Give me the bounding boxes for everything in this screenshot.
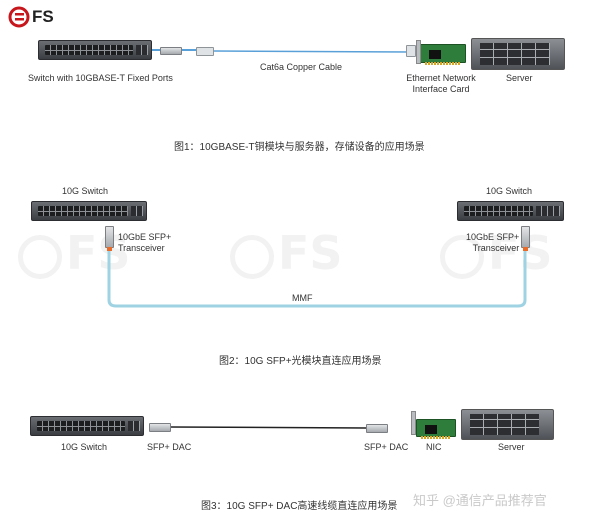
figure1-nic-label: Ethernet Network Interface Card	[406, 73, 476, 94]
figure2-left-switch	[31, 201, 147, 221]
figure3-left-dac-module	[149, 423, 171, 432]
figure1-rj45-module	[160, 47, 182, 55]
figure1-switch	[38, 40, 152, 60]
figure3-caption: 图3：10G SFP+ DAC高速线缆直连应用场景	[201, 501, 398, 512]
figure3-nic-label: NIC	[426, 442, 442, 452]
figure2-right-switch-label: 10G Switch	[486, 186, 533, 196]
figure1-switch-label: Switch with 10GBASE-T Fixed Ports	[28, 73, 173, 83]
figure3-nic	[416, 419, 456, 439]
figure1-server	[471, 38, 565, 70]
figure1-nic	[420, 44, 466, 65]
fs-logo-text: FS	[32, 7, 54, 26]
figure3-server	[461, 409, 554, 440]
credit-watermark: 知乎 @通信产品推荐官	[413, 493, 547, 508]
watermark-right: FS	[440, 226, 553, 280]
figure2-caption: 图2：10G SFP+光模块直连应用场景	[219, 356, 382, 367]
figure2-right-transceiver	[521, 226, 530, 251]
figure3-server-label: Server	[498, 442, 525, 452]
figure3-right-dac-label: SFP+ DAC	[364, 442, 409, 452]
watermark-left: FS	[18, 226, 131, 280]
watermark-center: FS	[230, 226, 343, 280]
figure1-caption: 图1：10GBASE-T铜模块与服务器，存储设备的应用场景	[174, 142, 425, 153]
figure1-nic-bracket	[416, 40, 421, 64]
figure2-right-transceiver-label: 10GbE SFP+ Transceiver	[466, 232, 520, 253]
figure2-left-transceiver	[105, 226, 114, 251]
figure3-switch	[30, 416, 144, 436]
figure2-fiber	[107, 250, 527, 308]
figure2-fiber-label: MMF	[292, 293, 313, 303]
figure3-right-dac-module	[366, 424, 388, 433]
figure3-nic-bracket	[411, 411, 416, 435]
figure1-cable-label: Cat6a Copper Cable	[260, 62, 343, 72]
figure2-left-switch-label: 10G Switch	[62, 186, 109, 196]
figure1-cable-connector-right	[406, 45, 416, 57]
fs-logo-icon	[8, 6, 30, 28]
figure1-server-label: Server	[506, 73, 533, 83]
figure1-cable-connector-left	[196, 47, 214, 56]
figure3-switch-label: 10G Switch	[61, 442, 108, 452]
figure3-dac-cable	[169, 426, 367, 429]
figure2-right-switch	[457, 201, 564, 221]
figure3-left-dac-label: SFP+ DAC	[147, 442, 192, 452]
figure2-left-transceiver-label: 10GbE SFP+ Transceiver	[118, 232, 172, 253]
